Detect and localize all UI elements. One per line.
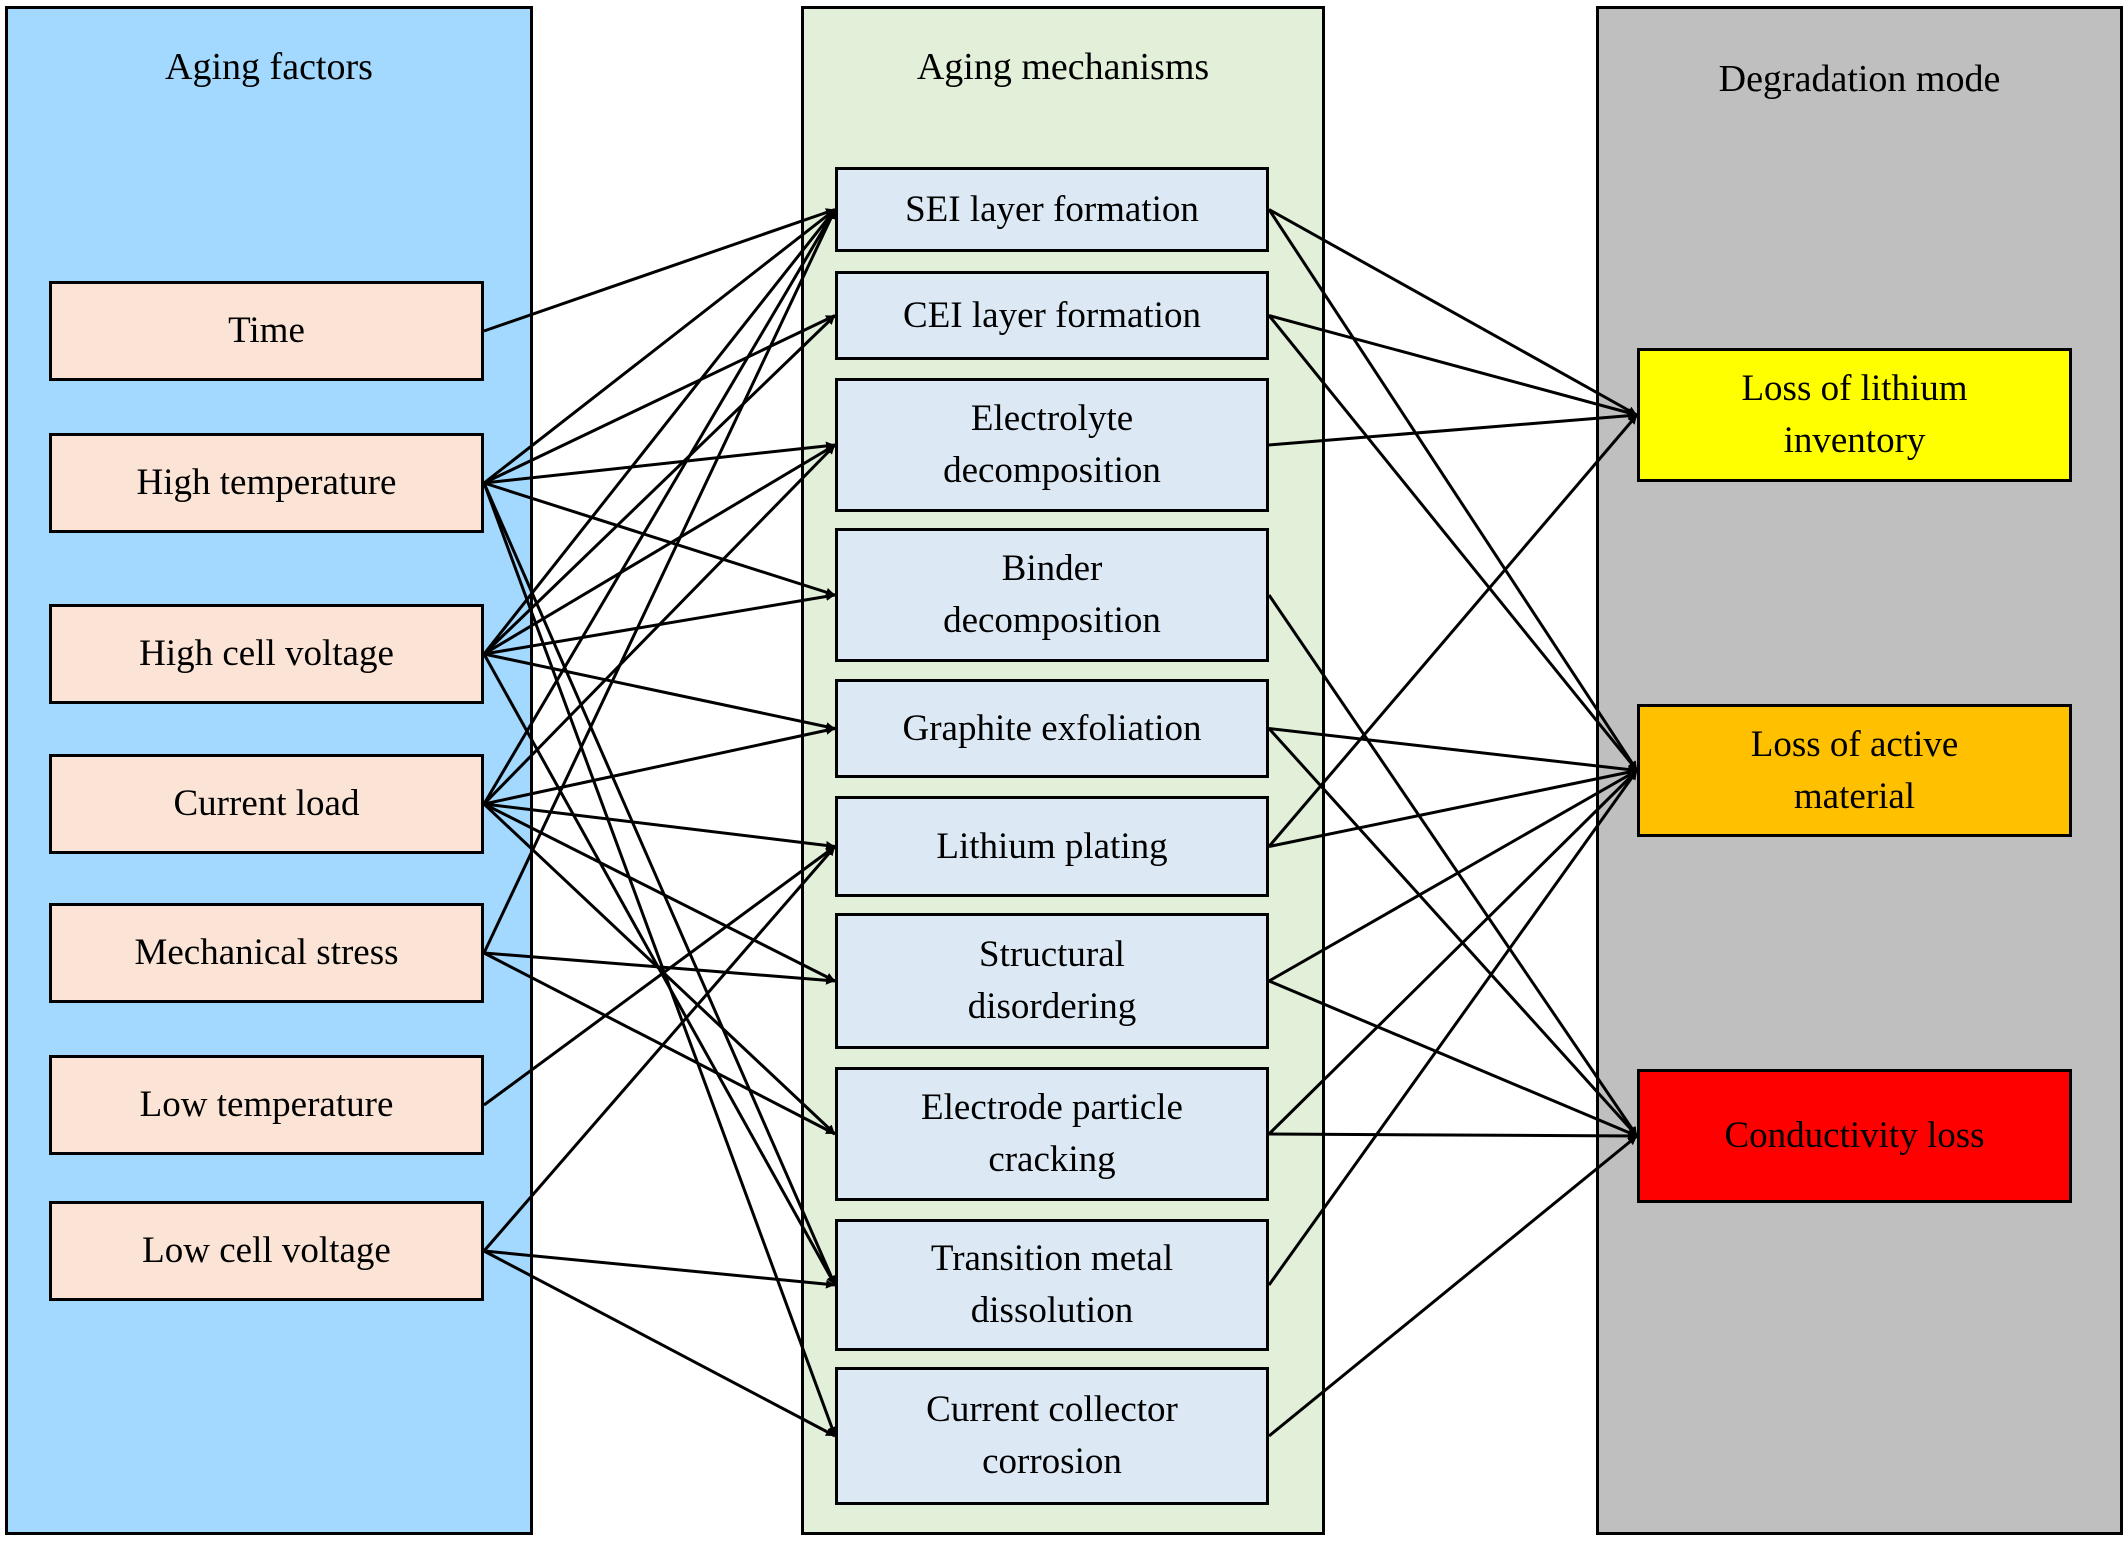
mechanism-box-sei-label-line: SEI layer formation (905, 188, 1199, 230)
arrow-plating-to-lli (1267, 414, 1639, 848)
mechanism-box-cracking: Electrode particle cracking (835, 1067, 1269, 1201)
mechanism-box-tm-label-line: Transition metal (930, 1238, 1174, 1279)
mechanism-box-binder: Binder decomposition (835, 528, 1269, 662)
factor-box-high_temp: High temperature (49, 433, 484, 533)
mode-box-cl-label-line: Conductivity loss (1724, 1115, 1985, 1156)
mechanism-box-structural-label-line: Structural (979, 934, 1125, 975)
arrow-mech-to-sei (482, 208, 837, 954)
arrow-high_volt-to-cei (482, 314, 837, 656)
mode-box-lli: Loss of lithium inventory (1637, 348, 2072, 482)
factor-box-low_temp: Low temperature (49, 1055, 484, 1155)
factor-box-high_temp-label-line: High temperature (136, 462, 397, 503)
arrow-mech-to-structural (483, 951, 836, 985)
arrow-high_temp-to-electrolyte (483, 441, 836, 485)
mechanism-box-binder-label-line: decomposition (943, 600, 1161, 641)
mechanism-box-cracking-label-line: cracking (988, 1139, 1116, 1180)
mechanism-box-corrosion-label-line: corrosion (982, 1441, 1122, 1482)
arrow-cei-to-lli (1268, 314, 1638, 417)
arrow-current-to-electrolyte (482, 443, 837, 806)
arrow-high_temp-to-cei (483, 314, 836, 485)
factor-box-mech-label-line: Mechanical stress (134, 932, 399, 973)
factor-box-low_volt-label-line: Low cell voltage (142, 1230, 391, 1271)
arrow-cei-to-lam (1267, 314, 1639, 772)
mechanism-box-electrolyte-label-line: Electrolyte (970, 398, 1134, 439)
mechanism-box-graphite-label-line: Graphite exfoliation (902, 707, 1202, 749)
factor-box-mech: Mechanical stress (49, 903, 484, 1003)
mechanism-box-tm-label-line: dissolution (970, 1290, 1134, 1331)
arrow-current-to-cracking (482, 802, 837, 1136)
arrow-high_volt-to-electrolyte (483, 443, 836, 656)
mechanism-box-structural-label-line: disordering (967, 986, 1137, 1027)
factor-box-low_volt: Low cell voltage (49, 1201, 484, 1301)
arrow-electrolyte-to-lli (1268, 411, 1638, 447)
arrow-current-to-sei (482, 208, 837, 805)
arrow-current-to-plating (483, 802, 836, 850)
arrow-low_volt-to-corrosion (483, 1249, 836, 1438)
arrow-high_temp-to-sei (483, 208, 836, 485)
arrow-corrosion-to-cl (1268, 1134, 1638, 1438)
aging-mechanisms-title: Aging mechanisms (916, 46, 1210, 88)
mode-box-lam-label-line: Loss of active (1750, 723, 1959, 765)
mechanism-box-tm: Transition metal dissolution (835, 1219, 1269, 1351)
mechanism-box-electrolyte-label-line: decomposition (943, 450, 1161, 491)
arrow-high_temp-to-corrosion (482, 482, 837, 1437)
mechanism-box-cei: CEI layer formation (835, 271, 1269, 360)
arrow-sei-to-lam (1267, 208, 1639, 772)
mechanism-box-sei: SEI layer formation (835, 167, 1269, 252)
mode-box-lam-label-line: material (1793, 775, 1916, 817)
arrow-high_volt-to-graphite (483, 652, 836, 732)
mechanism-box-corrosion: Current collector corrosion (835, 1367, 1269, 1505)
factor-box-high_volt: High cell voltage (49, 604, 484, 704)
arrow-high_temp-to-tm (482, 482, 837, 1286)
arrow-high_volt-to-sei (482, 208, 837, 655)
mechanism-box-graphite: Graphite exfoliation (835, 679, 1269, 778)
arrow-sei-to-lli (1268, 208, 1638, 417)
mode-box-lli-label-line: inventory (1783, 420, 1926, 461)
arrow-tm-to-lam (1267, 769, 1639, 1286)
aging-factors-title: Aging factors (165, 46, 373, 88)
mode-box-cl: Conductivity loss (1637, 1069, 2072, 1203)
arrow-graphite-to-cl (1267, 727, 1639, 1138)
factor-box-low_temp-label-line: Low temperature (139, 1084, 394, 1125)
arrow-structural-to-lam (1268, 769, 1638, 983)
arrow-low_volt-to-plating (482, 845, 837, 1252)
mechanism-box-plating: Lithium plating (835, 796, 1269, 897)
degradation-mode-title: Degradation mode (1718, 58, 2001, 100)
arrow-low_volt-to-tm (483, 1249, 836, 1289)
arrow-binder-to-cl (1267, 594, 1639, 1137)
arrow-cracking-to-cl (1268, 1131, 1638, 1141)
arrow-low_temp-to-plating (483, 845, 836, 1107)
mechanism-box-electrolyte: Electrolyte decomposition (835, 378, 1269, 512)
factor-box-time: Time (49, 281, 484, 381)
arrow-plating-to-lam (1268, 767, 1638, 848)
mechanism-box-corrosion-label-line: Current collector (926, 1389, 1178, 1430)
arrow-time-to-sei (483, 208, 836, 333)
arrow-cracking-to-lam (1267, 769, 1639, 1136)
arrow-current-to-graphite (483, 725, 836, 806)
mode-box-lam: Loss of active material (1637, 704, 2072, 837)
mechanism-box-binder-label-line: Binder (1001, 548, 1103, 589)
mechanism-box-structural: Structural disordering (835, 913, 1269, 1049)
mechanism-box-cei-label-line: CEI layer formation (903, 294, 1201, 336)
arrow-graphite-to-lam (1268, 727, 1638, 774)
mode-box-lli-label-line: Loss of lithium (1741, 368, 1968, 409)
mechanism-box-cracking-label-line: Electrode particle (921, 1087, 1183, 1128)
arrow-mech-to-cracking (483, 951, 836, 1136)
factor-box-current-label-line: Current load (173, 783, 360, 824)
factor-box-time-label-line: Time (228, 310, 305, 351)
arrow-high_temp-to-binder (483, 481, 836, 597)
arrow-structural-to-cl (1268, 979, 1638, 1138)
arrow-current-to-structural (483, 802, 836, 983)
factor-box-current: Current load (49, 754, 484, 854)
factor-box-high_volt-label-line: High cell voltage (139, 633, 394, 674)
mechanism-box-plating-label-line: Lithium plating (936, 825, 1168, 867)
